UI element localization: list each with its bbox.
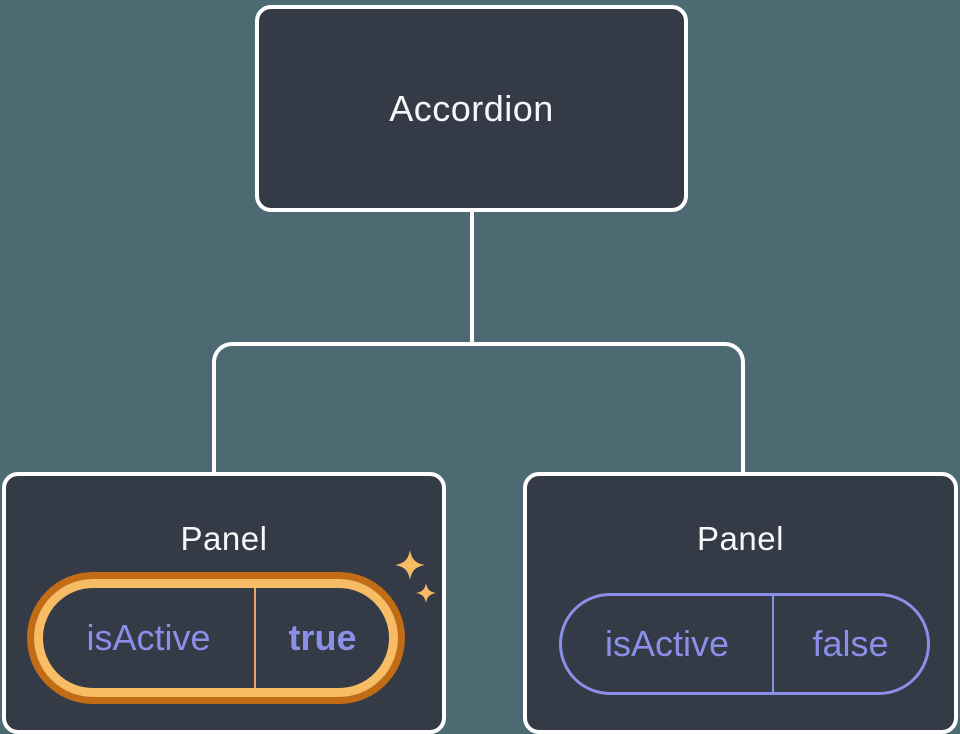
state-prop-value: false bbox=[812, 623, 889, 664]
accordion-node-label: Accordion bbox=[389, 87, 554, 129]
pill-divider bbox=[254, 588, 256, 688]
state-prop-value: true bbox=[288, 617, 357, 658]
state-pill-inactive: isActive false bbox=[559, 593, 930, 695]
sparkle-icon-large bbox=[395, 550, 425, 580]
state-prop-name: isActive bbox=[604, 623, 730, 664]
panel-node-label: Panel bbox=[180, 520, 268, 557]
state-prop-name: isActive bbox=[86, 617, 211, 658]
accordion-node: Accordion bbox=[255, 5, 688, 212]
sparkle-icon-small bbox=[416, 583, 436, 603]
connector-stem-line bbox=[470, 211, 474, 344]
panel-node-inactive: Panel isActive false bbox=[523, 472, 958, 734]
pill-divider bbox=[772, 596, 774, 692]
panel-node-active: Panel isActive true bbox=[2, 472, 446, 734]
state-pill-active: isActive true bbox=[34, 579, 398, 697]
connector-branch-line bbox=[212, 342, 745, 472]
panel-node-label: Panel bbox=[697, 520, 784, 557]
